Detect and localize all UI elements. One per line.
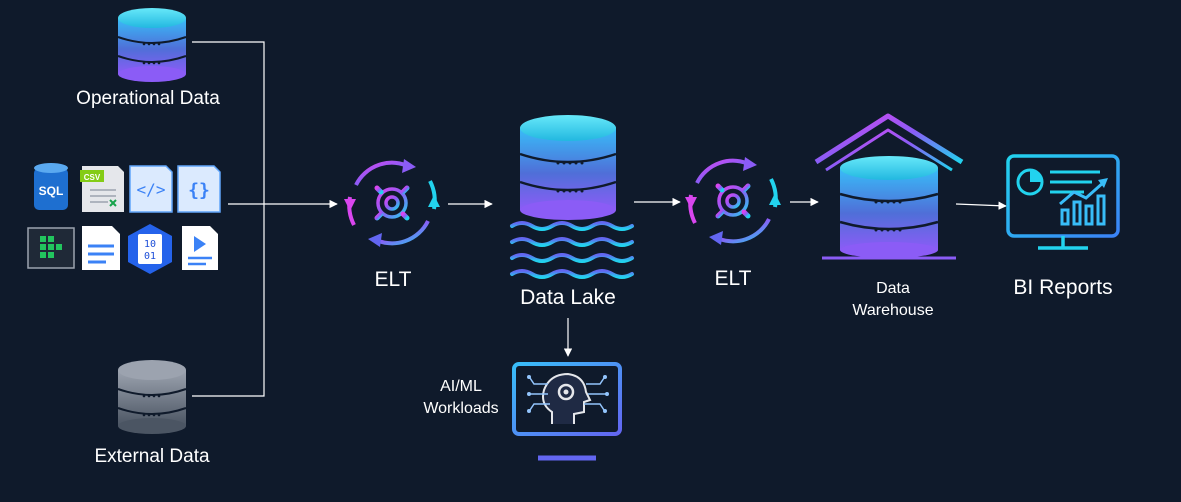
ai-ml-monitor-icon	[512, 362, 622, 461]
elt-gear-cycle-icon-2	[685, 157, 781, 245]
data-warehouse-icon	[814, 113, 964, 260]
svg-text:</>: </>	[137, 180, 166, 199]
sql-file-icon: SQL	[34, 163, 68, 210]
elt-label-1: ELT	[374, 268, 412, 291]
grid-icon	[27, 227, 75, 269]
sql-label: SQL	[39, 184, 64, 198]
json-file-icon: {}	[177, 165, 221, 213]
bi-dashboard-monitor-icon	[1006, 154, 1120, 250]
xml-file-icon: </>	[129, 165, 173, 213]
water-waves	[510, 221, 634, 279]
data-warehouse-label-line1: Data	[876, 280, 910, 297]
operational-data-label: Operational Data	[76, 88, 220, 109]
elt-label-2: ELT	[714, 267, 752, 290]
svg-text:{}: {}	[188, 180, 210, 201]
document-icon	[82, 226, 120, 270]
elt-gear-cycle-icon-1	[344, 159, 440, 247]
operational-database-icon	[117, 8, 187, 82]
ai-ml-label-line1: AI/ML	[440, 378, 482, 395]
connectors	[192, 41, 1007, 397]
ai-ml-workloads-label: AI/ML Workloads	[406, 376, 516, 420]
connector-warehouse-bi	[955, 201, 1007, 210]
data-lake-label: Data Lake	[520, 286, 616, 309]
ai-ml-label-line2: Workloads	[423, 400, 499, 417]
csv-label: CSV	[84, 173, 101, 182]
data-warehouse-label: Data Warehouse	[838, 278, 948, 322]
media-file-icon	[182, 226, 218, 270]
binary-label-2: 01	[144, 251, 156, 262]
binary-label-1: 10	[144, 239, 156, 250]
data-lake-icon	[510, 115, 634, 279]
connector-operational	[192, 41, 265, 397]
csv-file-icon: CSV	[80, 166, 124, 212]
external-database-icon	[117, 360, 187, 434]
binary-icon: 10 01	[128, 224, 172, 274]
data-warehouse-label-line2: Warehouse	[852, 302, 934, 319]
bi-reports-label: BI Reports	[1013, 276, 1113, 299]
external-data-label: External Data	[94, 446, 210, 467]
